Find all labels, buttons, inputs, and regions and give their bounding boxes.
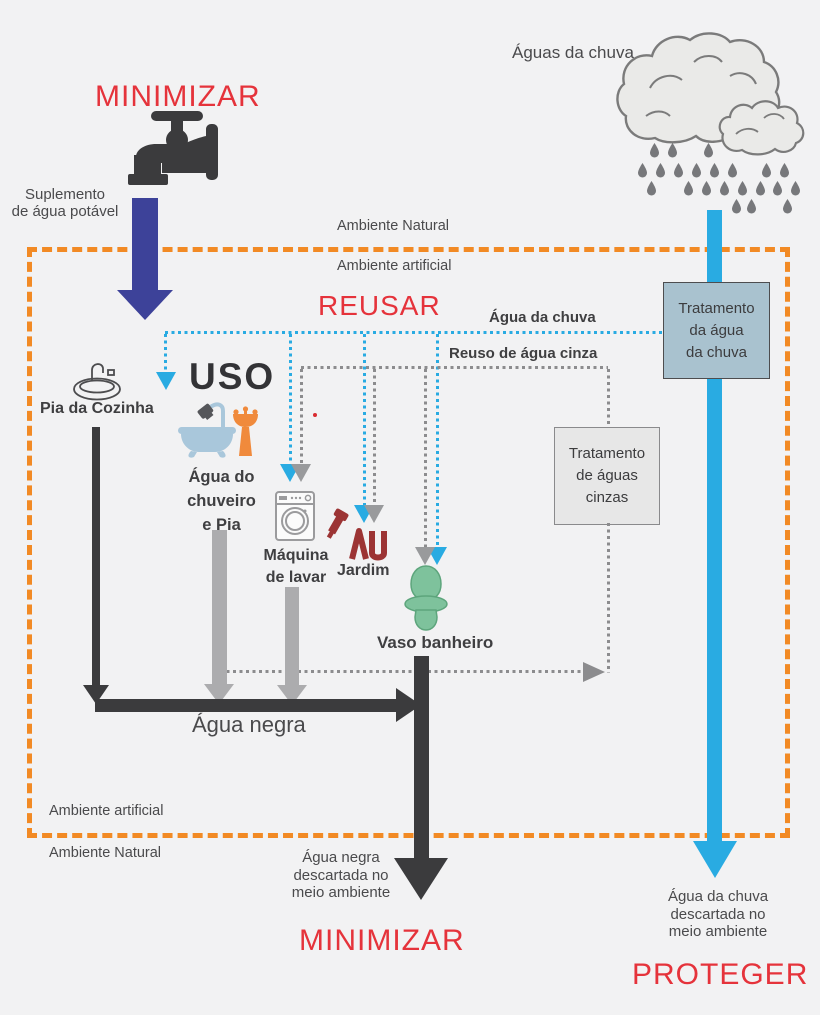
- label-agua-do-chuveiro: Água do chuveiro e Pia: [187, 468, 256, 534]
- grey-reuse-arrowhead-washer: [291, 464, 311, 482]
- potable-water-arrow: [132, 198, 158, 292]
- heading-uso: USO: [189, 356, 276, 397]
- heading-minimizar-top: MINIMIZAR: [95, 80, 261, 113]
- shower-drain-line: [212, 530, 227, 686]
- washer-drain-line: [285, 587, 299, 687]
- rain-reuse-arrowhead-uso: [156, 372, 176, 390]
- artificial-environment-boundary: [27, 247, 790, 838]
- rain-reuse-line-horizontal: [165, 331, 663, 334]
- grey-treatment-outlet-line: [607, 369, 610, 427]
- rainwater-pipe-bottom: [707, 376, 722, 842]
- label-aguas-da-chuva: Águas da chuva: [512, 43, 634, 62]
- rain-reuse-drop-uso: [164, 334, 167, 372]
- heading-minimizar-bottom: MINIMIZAR: [299, 924, 465, 957]
- label-vaso-banheiro: Vaso banheiro: [377, 633, 494, 652]
- potable-water-arrowhead: [117, 290, 173, 320]
- toilet-icon: [404, 565, 448, 631]
- label-pia-da-cozinha: Pia da Cozinha: [40, 400, 154, 417]
- grey-reuse-drop-toilet: [424, 369, 427, 547]
- rain-reuse-drop-toilet: [436, 334, 439, 547]
- rainwater-pipe-top: [707, 210, 722, 283]
- grey-reuse-line-horizontal: [301, 366, 608, 369]
- faucet-icon: [128, 111, 218, 185]
- bathtub-shower-icon: [178, 402, 236, 458]
- label-ambiente-artificial-top: Ambiente artificial: [337, 258, 452, 274]
- garden-hose-icon: [326, 508, 387, 561]
- greywater-treatment-box: Tratamento de águas cinzas: [554, 427, 660, 525]
- label-jardim: Jardim: [337, 562, 390, 579]
- label-ambiente-natural-bottom: Ambiente Natural: [49, 845, 162, 861]
- grey-reuse-arrowhead-toilet: [415, 547, 435, 565]
- grey-reuse-drop-washer: [300, 369, 303, 464]
- grey-reuse-drop-garden: [373, 369, 376, 505]
- washing-machine-icon: [275, 491, 315, 541]
- grey-collection-arrowhead: [583, 662, 605, 682]
- pedestal-sink-icon: [233, 406, 258, 456]
- blackwater-discharge-pipe: [414, 656, 429, 864]
- grey-collection-line: [220, 670, 583, 673]
- heading-proteger: PROTEGER: [632, 958, 809, 991]
- rain-cloud-icon: [616, 32, 805, 214]
- grey-treatment-inlet-line: [607, 523, 610, 673]
- rainwater-treatment-box: Tratamento da água da chuva: [663, 282, 770, 379]
- blackwater-collector-bar: [95, 699, 398, 712]
- label-suplemento-agua-potavel: Suplemento de água potável: [11, 186, 119, 220]
- label-maquina-de-lavar: Máquina de lavar: [263, 547, 329, 586]
- label-agua-negra: Água negra: [192, 712, 306, 737]
- raindrops-icon: [638, 143, 800, 214]
- kitchen-sink-icon: [73, 363, 121, 401]
- label-ambiente-artificial-bottom: Ambiente artificial: [49, 803, 164, 819]
- heading-reusar: REUSAR: [318, 290, 441, 321]
- label-agua-negra-descartada: Água negra descartada no meio ambiente: [291, 849, 391, 901]
- label-reuso-agua-cinza: Reuso de água cinza: [449, 345, 598, 362]
- rain-reuse-drop-garden: [363, 334, 366, 505]
- label-agua-da-chuva-line: Água da chuva: [489, 309, 596, 326]
- kitchen-drain-line: [92, 427, 100, 687]
- red-dot: [313, 413, 317, 417]
- rainwater-discharge-arrowhead: [693, 841, 737, 878]
- rain-reuse-drop-washer: [289, 334, 292, 464]
- grey-reuse-arrowhead-garden: [364, 505, 384, 523]
- blackwater-discharge-arrowhead: [394, 858, 448, 900]
- label-ambiente-natural-top: Ambiente Natural: [337, 218, 450, 234]
- label-agua-chuva-descartada: Água da chuva descartada no meio ambient…: [667, 888, 769, 940]
